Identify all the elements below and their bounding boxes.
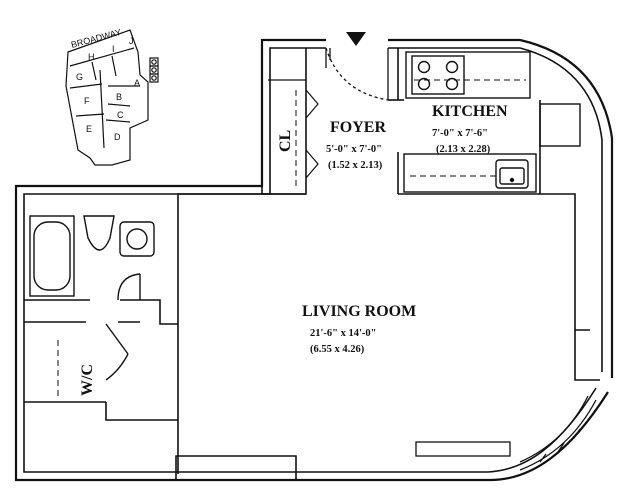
window-sill bbox=[415, 395, 597, 471]
toilet bbox=[83, 215, 115, 251]
key-plan-unit-e: E bbox=[86, 124, 92, 134]
key-plan-unit-j: J bbox=[129, 36, 134, 46]
room-dim-foyer: 5'-0" x 7'-0" bbox=[326, 144, 382, 155]
room-label-kitchen: KITCHEN bbox=[432, 103, 508, 120]
closet-shelves bbox=[57, 79, 526, 400]
inner-walls bbox=[23, 47, 603, 480]
room-label-living: LIVING ROOM bbox=[302, 303, 416, 320]
cooktop bbox=[411, 55, 465, 95]
room-metric-living: (6.55 x 4.26) bbox=[310, 344, 365, 355]
exterior-walls bbox=[14, 38, 614, 482]
key-plan bbox=[65, 29, 159, 166]
kitchen-sink bbox=[495, 159, 529, 189]
room-label-wc: W/C bbox=[79, 364, 96, 396]
key-plan-unit-d: D bbox=[114, 132, 121, 142]
sink bbox=[119, 221, 155, 257]
entry-door bbox=[325, 47, 389, 101]
closet-bifold-doors bbox=[268, 79, 319, 179]
key-plan-unit-i: I bbox=[112, 44, 115, 54]
entry-arrow-icon bbox=[346, 32, 366, 46]
kitchen-fixtures bbox=[403, 51, 581, 193]
key-plan-unit-f: F bbox=[84, 96, 90, 106]
bathtub bbox=[29, 215, 75, 297]
key-plan-unit-a: A bbox=[134, 78, 140, 88]
room-metric-kitchen: (2.13 x 2.28) bbox=[436, 144, 491, 155]
room-label-foyer: FOYER bbox=[330, 119, 386, 136]
bath-fixtures bbox=[29, 215, 155, 381]
refrigerator bbox=[539, 103, 581, 147]
key-plan-unit-h: H bbox=[88, 52, 95, 62]
key-plan-unit-g: G bbox=[76, 72, 83, 82]
key-plan-unit-b: B bbox=[116, 92, 122, 102]
key-plan-unit-c: C bbox=[117, 110, 124, 120]
room-label-closet: CL bbox=[277, 130, 294, 152]
room-dim-living: 21'-6" x 14'-0" bbox=[310, 328, 377, 339]
room-dim-kitchen: 7'-0" x 7'-6" bbox=[432, 128, 488, 139]
room-metric-foyer: (1.52 x 2.13) bbox=[328, 160, 383, 171]
